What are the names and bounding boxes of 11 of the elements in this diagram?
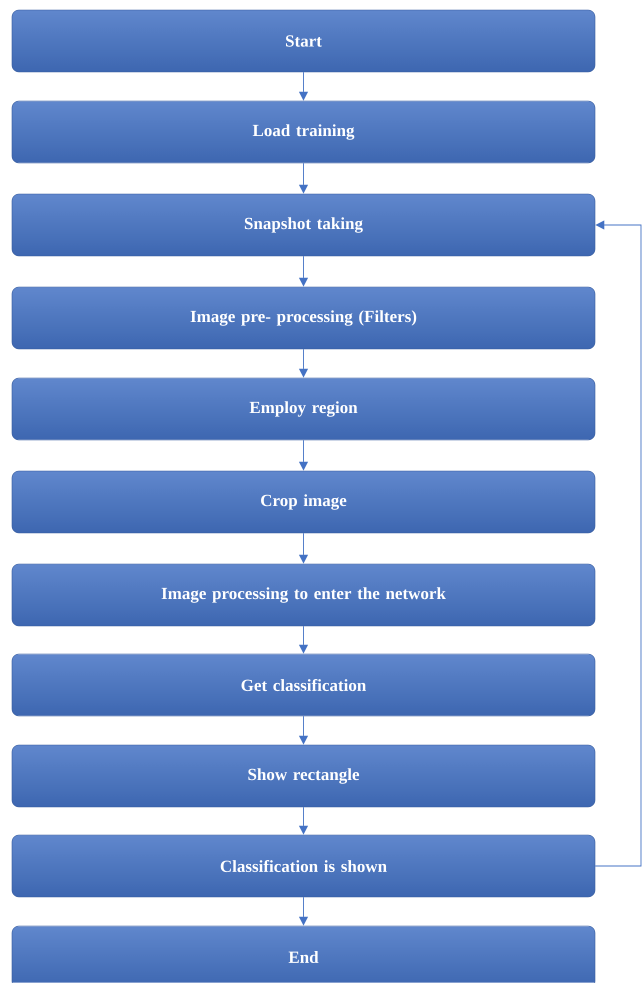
process-box: End bbox=[12, 926, 596, 983]
process-box: Employ region bbox=[12, 378, 596, 440]
process-box: Crop image bbox=[12, 470, 596, 534]
process-box: Load training bbox=[12, 100, 596, 164]
process-box: Show rectangle bbox=[12, 744, 596, 808]
process-box: Start bbox=[12, 10, 596, 72]
process-box: Snapshot taking bbox=[12, 194, 596, 256]
process-box: Get classification bbox=[12, 654, 596, 716]
process-box: Image pre- processing (Filters) bbox=[12, 286, 596, 350]
process-box: Image processing to enter the network bbox=[12, 564, 596, 626]
process-box: Classification is shown bbox=[12, 834, 596, 898]
